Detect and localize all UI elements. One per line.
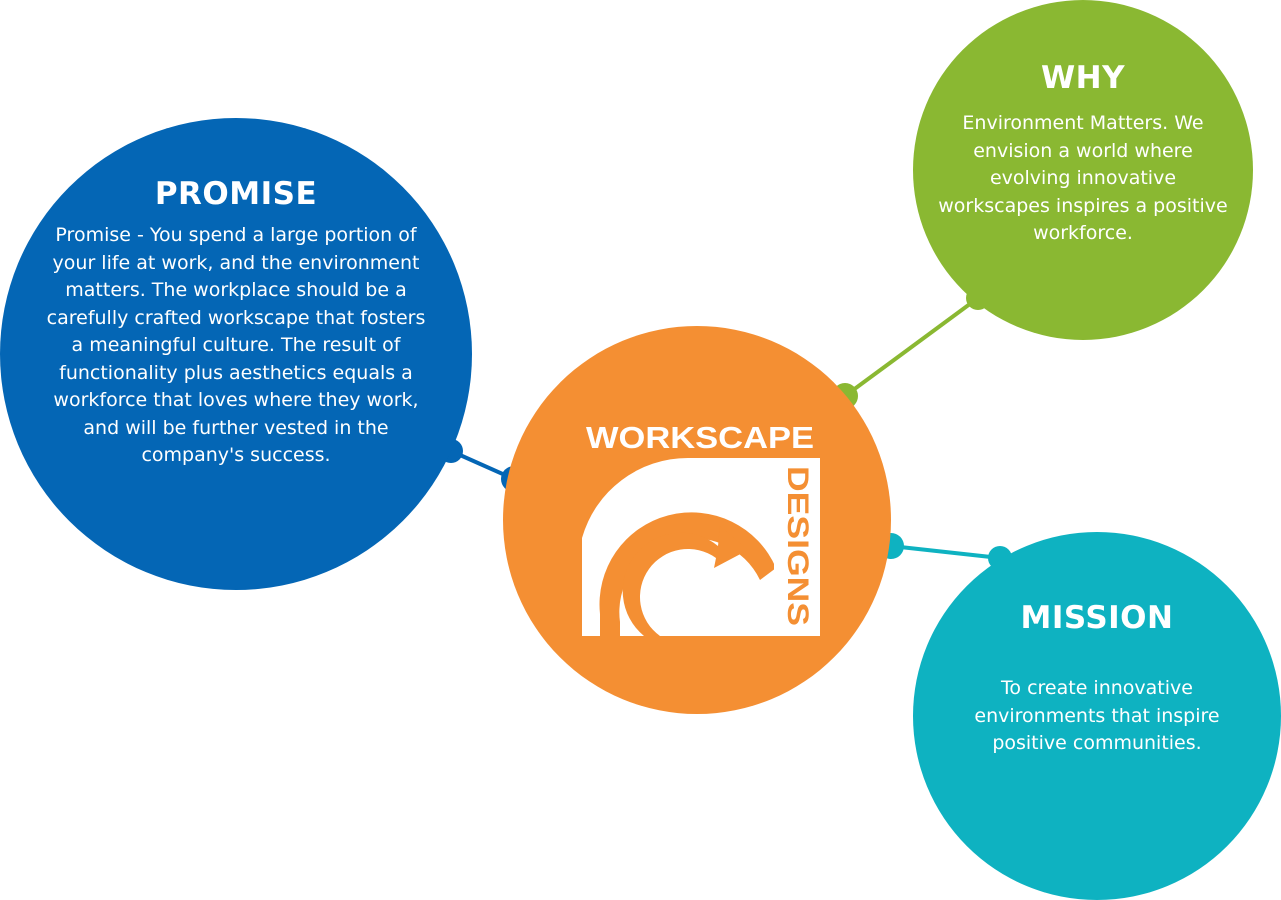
logo-word-side: DESIGNS — [781, 466, 814, 626]
promise-title: PROMISE — [154, 176, 318, 212]
logo-corner-cutout — [582, 457, 688, 538]
promise-circle: PROMISE Promise - You spend a large port… — [0, 118, 472, 590]
logo-inner-arc — [622, 526, 748, 636]
promise-body: Promise - You spend a large portion of y… — [46, 224, 426, 466]
why-connector-line — [843, 296, 980, 398]
mission-title: MISSION — [1020, 600, 1174, 636]
mission-body: To create innovative environments that i… — [974, 677, 1220, 754]
why-body: Environment Matters. We envision a world… — [938, 112, 1228, 244]
why-title: WHY — [1040, 60, 1126, 96]
mission-connector-line — [890, 544, 1001, 560]
logo-word-top: WORKSCAPE — [586, 420, 814, 455]
why-circle: WHY Environment Matters. We envision a w… — [913, 0, 1253, 340]
mission-circle: MISSION To create innovative environment… — [913, 532, 1281, 900]
logo-side-band — [774, 462, 818, 632]
workscape-designs-logo: WORKSCAPE DESIGNS — [582, 420, 820, 636]
